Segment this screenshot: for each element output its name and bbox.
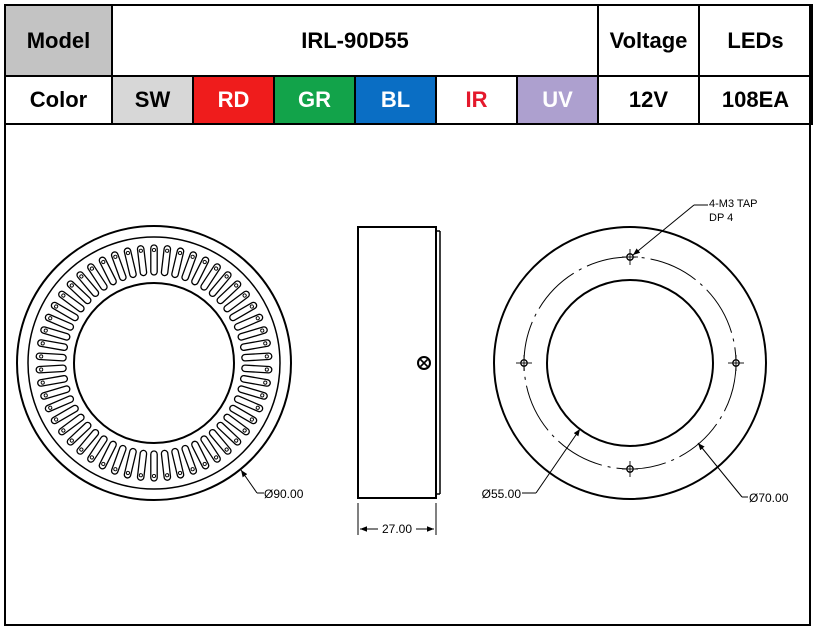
led	[150, 244, 158, 276]
led	[200, 263, 221, 291]
led	[37, 374, 69, 387]
led-ring	[35, 244, 273, 482]
back-dim-inner: Ø55.00	[482, 487, 522, 501]
led	[237, 326, 268, 341]
led	[66, 280, 92, 305]
led	[35, 364, 67, 374]
led	[35, 352, 67, 362]
color-swatch-uv: UV	[516, 75, 599, 125]
side-view: 27.00	[357, 226, 441, 536]
inner-dim-leader	[535, 428, 581, 494]
led	[208, 429, 232, 455]
front-outer-circle	[16, 225, 292, 501]
tap-leader	[632, 204, 695, 256]
tap-holes	[516, 249, 744, 477]
led	[200, 435, 221, 463]
color-swatch-ir: IR	[435, 75, 518, 125]
led	[191, 440, 210, 470]
color-swatch-sw: SW	[111, 75, 194, 125]
back-view: 4-M3 TAP DP 4 Ø55.00 Ø70.00	[482, 198, 789, 505]
led	[98, 256, 117, 286]
side-dim-thickness: 27.00	[382, 522, 412, 536]
led	[160, 245, 172, 277]
led	[76, 429, 100, 455]
front-view: Ø90.00	[16, 225, 304, 501]
led	[44, 395, 75, 413]
led	[216, 421, 242, 446]
model-value: IRL-90D55	[111, 4, 599, 77]
led	[160, 449, 172, 481]
tap-hole	[516, 355, 532, 371]
led	[208, 271, 232, 297]
tap-hole	[728, 355, 744, 371]
led	[171, 247, 185, 279]
front-dim-outer: Ø90.00	[264, 487, 304, 501]
led	[223, 290, 250, 313]
color-swatch-rd: RD	[192, 75, 275, 125]
front-inner-circle	[73, 282, 235, 444]
front-bezel-circle	[27, 236, 281, 490]
model-label: Model	[4, 4, 113, 77]
led	[98, 440, 117, 470]
led	[136, 245, 148, 277]
leds-value: 108EA	[698, 75, 813, 125]
led	[241, 364, 273, 374]
color-swatch-gr: GR	[273, 75, 356, 125]
technical-drawing: Ø90.00 27.00 4-M3 TAP DP 4 Ø55.00 Ø70.0	[16, 198, 789, 536]
led	[223, 413, 250, 436]
back-dim-pcd: Ø70.00	[749, 491, 789, 505]
tap-note-line2: DP 4	[709, 212, 733, 224]
led	[241, 352, 273, 362]
led	[40, 385, 71, 400]
color-label: Color	[4, 75, 113, 125]
led	[66, 421, 92, 446]
side-screw-icon	[417, 356, 431, 370]
led	[87, 435, 108, 463]
led	[150, 450, 158, 482]
led	[136, 449, 148, 481]
led	[216, 280, 242, 305]
led	[76, 271, 100, 297]
voltage-value: 12V	[597, 75, 700, 125]
led	[181, 251, 198, 282]
led	[123, 447, 137, 479]
tap-hole	[622, 249, 638, 265]
tap-hole	[622, 461, 638, 477]
spec-table: Model IRL-90D55 Voltage LEDs Color SW RD…	[4, 4, 813, 125]
side-body	[357, 226, 437, 499]
led	[58, 290, 85, 313]
led	[44, 313, 75, 331]
led	[233, 395, 264, 413]
led	[181, 444, 198, 475]
led	[191, 256, 210, 286]
led	[233, 313, 264, 331]
led	[239, 374, 271, 387]
led	[229, 404, 258, 425]
led	[110, 444, 127, 475]
led	[40, 326, 71, 341]
led	[123, 247, 137, 279]
led	[171, 447, 185, 479]
led	[110, 251, 127, 282]
leds-label: LEDs	[698, 4, 813, 77]
color-swatch-bl: BL	[354, 75, 437, 125]
led	[87, 263, 108, 291]
led	[58, 413, 85, 436]
tap-note-line1: 4-M3 TAP	[709, 198, 758, 210]
back-inner-circle	[546, 279, 714, 447]
led	[50, 301, 79, 322]
back-outer-circle	[493, 226, 767, 500]
led	[237, 385, 268, 400]
led	[229, 301, 258, 322]
back-pcd-circle	[523, 256, 737, 470]
pcd-dim-leader	[697, 442, 743, 498]
led	[50, 404, 79, 425]
front-dim-leader	[240, 469, 258, 494]
voltage-label: Voltage	[597, 4, 700, 77]
led	[37, 339, 69, 352]
led	[239, 339, 271, 352]
